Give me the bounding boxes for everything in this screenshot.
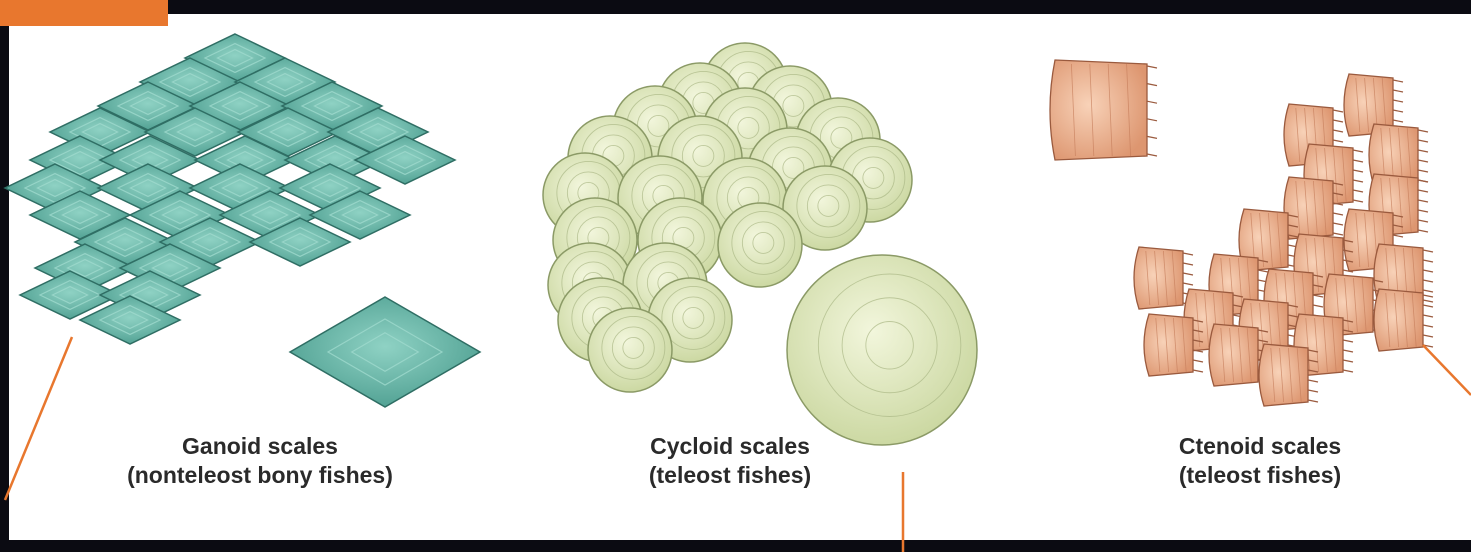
ganoid-caption: Ganoid scales (nonteleost bony fishes) (70, 432, 450, 490)
cycloid-scale (588, 308, 672, 392)
ctenoid-single-scale (1050, 60, 1157, 160)
ctenoid-scales-illustration (1050, 60, 1433, 406)
ctenoid-scale (1134, 247, 1193, 309)
ganoid-single-scale (290, 297, 480, 407)
ctenoid-title: Ctenoid scales (1100, 432, 1420, 461)
cycloid-title: Cycloid scales (570, 432, 890, 461)
ganoid-title: Ganoid scales (70, 432, 450, 461)
pointer-line (1423, 345, 1471, 395)
ctenoid-scale (1374, 289, 1433, 351)
ganoid-scales-illustration (5, 34, 480, 407)
ganoid-subtitle: (nonteleost bony fishes) (70, 461, 450, 490)
cycloid-single-scale (787, 255, 977, 445)
cycloid-scales-illustration (543, 43, 977, 445)
cycloid-caption: Cycloid scales (teleost fishes) (570, 432, 890, 490)
pointer-line (5, 337, 72, 500)
ctenoid-subtitle: (teleost fishes) (1100, 461, 1420, 490)
cycloid-scale (718, 203, 802, 287)
ctenoid-caption: Ctenoid scales (teleost fishes) (1100, 432, 1420, 490)
cycloid-subtitle: (teleost fishes) (570, 461, 890, 490)
